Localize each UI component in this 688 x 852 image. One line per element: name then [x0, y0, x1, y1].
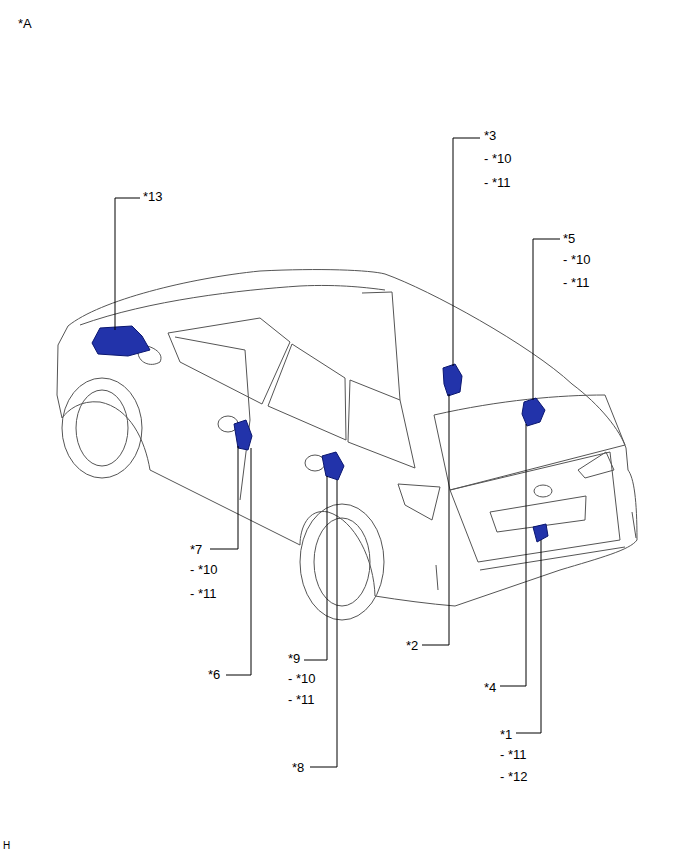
- callout-number: - *12: [500, 769, 527, 784]
- figure-code: H: [3, 838, 10, 852]
- callout-number: - *10: [563, 252, 590, 267]
- callout-number: - *10: [190, 562, 217, 577]
- highlighted-parts: [92, 326, 548, 542]
- callout-number: - *11: [500, 747, 527, 762]
- leader-lines: [115, 138, 560, 767]
- callout-number: *2: [406, 638, 418, 653]
- callout-number: *13: [143, 189, 163, 204]
- callout-number: *3: [484, 128, 496, 143]
- callout-number: *1: [500, 727, 512, 742]
- view-label: *A: [18, 16, 32, 31]
- callout-number: *8: [292, 760, 304, 775]
- callout-number: *9: [288, 651, 300, 666]
- callout-number: - *10: [484, 151, 511, 166]
- car-outline: [57, 270, 637, 620]
- callout-number: - *11: [563, 275, 590, 290]
- callout-number: *5: [563, 231, 575, 246]
- callout-number: *4: [484, 680, 496, 695]
- callout-number: - *11: [190, 586, 217, 601]
- callout-number: *6: [208, 667, 220, 682]
- callout-number: *7: [190, 542, 202, 557]
- callout-number: - *11: [484, 175, 511, 190]
- callout-number: - *10: [288, 671, 315, 686]
- callout-number: - *11: [288, 692, 315, 707]
